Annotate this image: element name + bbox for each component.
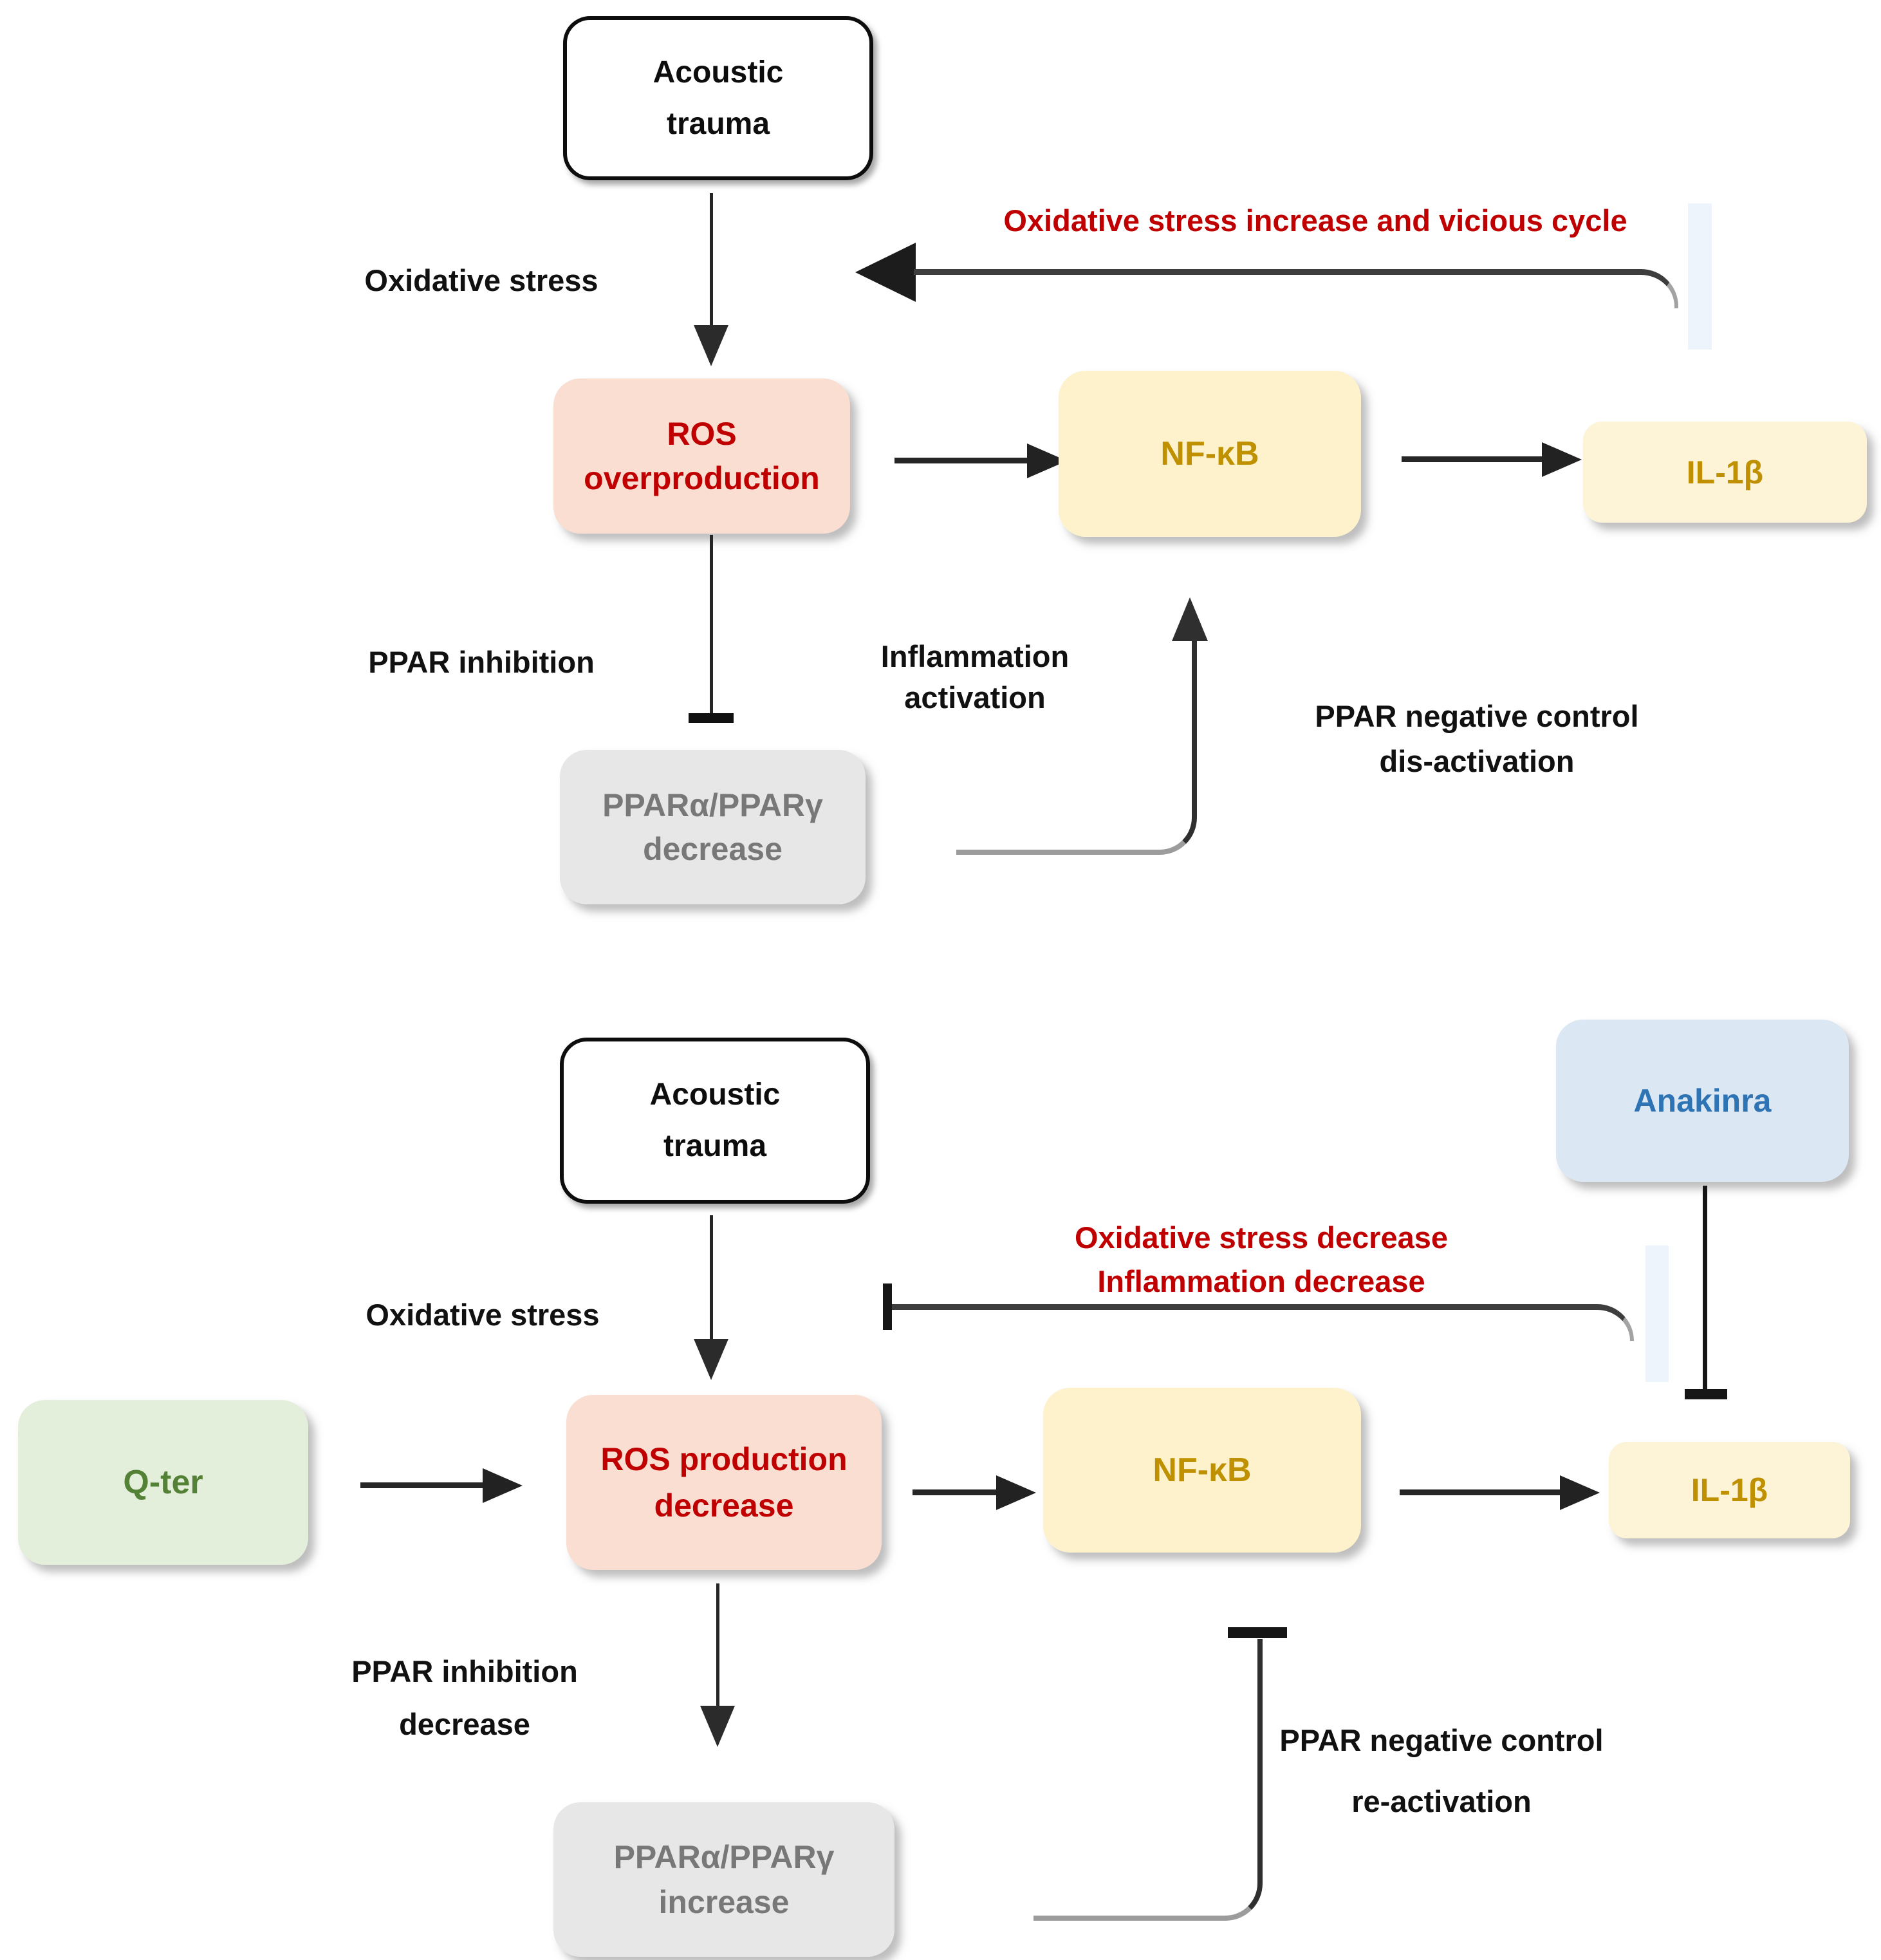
inhibition-line-ros-to-ppar <box>710 535 713 714</box>
ppar-increase-label: PPARα/PPARγ increase <box>613 1839 835 1920</box>
inhibition-tbar-icon <box>883 1283 892 1330</box>
feedback-arrow-top <box>914 269 1678 308</box>
ppar-inhibition-label-top: PPAR inhibition <box>368 645 595 679</box>
arrowhead-up-icon <box>1172 597 1208 641</box>
arrow-acoustic-to-ros-top <box>710 193 713 328</box>
arrow-ros-to-nfkb-top <box>894 458 1031 463</box>
arrowhead-down-icon <box>694 325 728 366</box>
arrowhead-left-icon <box>855 243 916 302</box>
arrowhead-right-icon <box>1542 442 1582 477</box>
acoustic-trauma-label-top: Acoustic trauma <box>653 55 784 141</box>
inhibition-tbar-icon <box>689 713 734 723</box>
arrow-nfkb-to-il1b-top <box>1402 456 1544 462</box>
arrow-qter-to-ros <box>360 1482 485 1488</box>
arrowhead-down-icon <box>694 1339 728 1380</box>
ppar-decrease-node: PPARα/PPARγ decrease <box>560 750 866 904</box>
ppar-inhibition-label-bottom: PPAR inhibition decrease <box>351 1654 578 1741</box>
arrow-ros-to-ppar-increase <box>716 1583 719 1708</box>
vicious-cycle-label: Oxidative stress increase and vicious cy… <box>1003 203 1627 238</box>
nfkb-node-top: NF-κB <box>1059 371 1361 537</box>
arrowhead-right-icon <box>996 1475 1036 1510</box>
ros-decrease-label: ROS production decrease <box>600 1441 848 1524</box>
il1b-label-bottom: IL-1β <box>1691 1472 1768 1508</box>
acoustic-trauma-label-bottom: Acoustic trauma <box>649 1078 781 1163</box>
highlight-strip-top <box>1688 203 1712 350</box>
acoustic-trauma-node-bottom: Acoustic trauma <box>560 1038 870 1204</box>
acoustic-trauma-node-top: Acoustic trauma <box>563 16 873 180</box>
ros-overproduction-node: ROS overproduction <box>553 378 850 534</box>
arrowhead-down-icon <box>700 1706 735 1747</box>
il1b-node-top: IL-1β <box>1583 422 1867 523</box>
il1b-node-bottom: IL-1β <box>1609 1442 1850 1538</box>
inhibition-line-anakinra-to-il1b <box>1703 1186 1707 1390</box>
qter-label: Q-ter <box>123 1464 203 1501</box>
ros-decrease-node: ROS production decrease <box>566 1395 882 1570</box>
arrowhead-right-icon <box>1560 1475 1600 1510</box>
inhibition-line-bottom <box>892 1304 1634 1341</box>
arrow-ros-to-nfkb-bottom <box>913 1489 999 1495</box>
nfkb-label-bottom: NF-κB <box>1153 1451 1252 1489</box>
anakinra-label: Anakinra <box>1633 1083 1772 1119</box>
highlight-strip-bottom <box>1645 1246 1669 1382</box>
qter-node: Q-ter <box>18 1400 308 1565</box>
nfkb-node-bottom: NF-κB <box>1043 1388 1361 1553</box>
arrow-acoustic-to-ros-bottom <box>710 1215 713 1341</box>
inhibition-tbar-icon <box>1228 1627 1287 1638</box>
nfkb-label-top: NF-κB <box>1160 435 1259 472</box>
ros-overproduction-label: ROS overproduction <box>584 415 820 496</box>
arrow-nfkb-to-il1b-bottom <box>1400 1489 1562 1495</box>
ppar-increase-node: PPARα/PPARγ increase <box>553 1802 894 1957</box>
stress-decrease-label: Oxidative stress decrease Inflammation d… <box>1074 1220 1449 1298</box>
elbow-arrow-ppar-to-nfkb-top <box>956 640 1197 855</box>
ppar-negative-control-label-top: PPAR negative control dis-activation <box>1315 699 1639 778</box>
elbow-line-ppar-to-nfkb-bottom <box>1033 1639 1263 1921</box>
inhibition-tbar-icon <box>1685 1389 1727 1399</box>
oxidative-stress-label-top: Oxidative stress <box>364 263 598 297</box>
arrowhead-right-icon <box>483 1468 523 1503</box>
ppar-negative-control-label-bottom: PPAR negative control re-activation <box>1279 1723 1604 1818</box>
anakinra-node: Anakinra <box>1556 1020 1849 1182</box>
oxidative-stress-label-bottom: Oxidative stress <box>366 1298 600 1332</box>
ppar-decrease-label: PPARα/PPARγ decrease <box>602 787 823 867</box>
il1b-label-top: IL-1β <box>1686 454 1764 490</box>
